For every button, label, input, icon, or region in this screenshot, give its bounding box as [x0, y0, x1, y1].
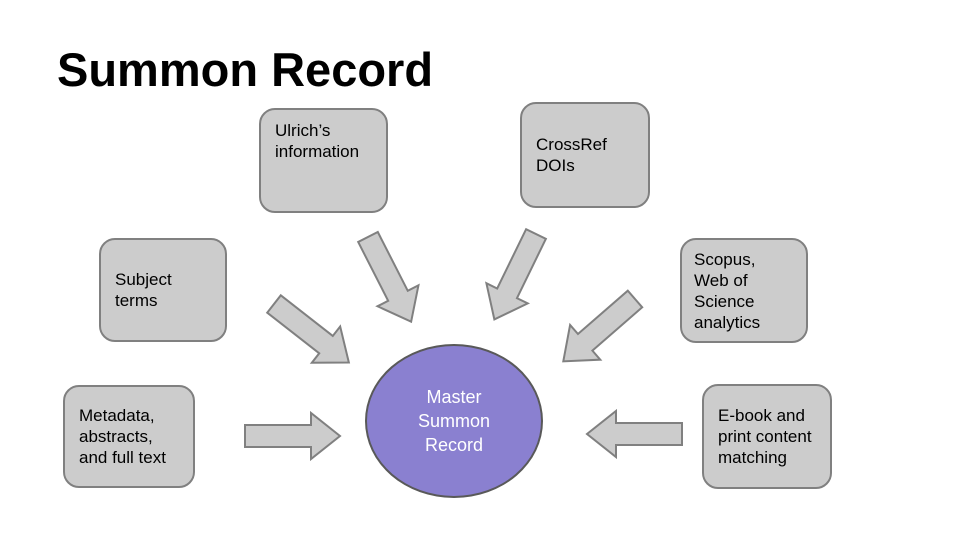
block-arrow-shape	[265, 293, 351, 364]
node-label: Scopus, Web of Science analytics	[694, 249, 761, 332]
block-arrow-ebook-to-center-icon	[585, 408, 683, 460]
node-label: Subject terms	[115, 270, 172, 310]
block-arrow-shape	[244, 410, 342, 462]
node-label: E-book and print content matching	[718, 406, 812, 467]
page-title: Summon Record	[57, 43, 434, 96]
node-ebook-print-content-matching: E-book and print content matching	[702, 384, 832, 489]
node-subject-terms: Subject terms	[99, 238, 227, 342]
node-label: Metadata, abstracts, and full text	[79, 406, 166, 467]
block-arrow-shape	[484, 227, 548, 321]
node-scopus-web-of-science-analytics: Scopus, Web of Science analytics	[680, 238, 808, 343]
block-arrow-subject-to-center-icon	[265, 293, 351, 364]
block-arrow-shape	[585, 408, 683, 460]
node-label: CrossRef DOIs	[536, 135, 607, 175]
center-node-master-summon-record: Master Summon Record	[365, 344, 543, 498]
block-arrow-scopus-to-center-icon	[562, 289, 644, 363]
block-arrow-metadata-to-center-icon	[244, 410, 342, 462]
block-arrow-ulrichs-to-center-icon	[356, 230, 420, 324]
node-label: Ulrich’s information	[275, 121, 360, 161]
node-metadata-abstracts-full-text: Metadata, abstracts, and full text	[63, 385, 195, 488]
block-arrow-shape	[562, 289, 644, 363]
block-arrow-crossref-to-center-icon	[484, 227, 548, 321]
block-arrow-shape	[356, 230, 420, 324]
center-node-label: Master Summon Record	[417, 387, 491, 455]
node-crossref-dois: CrossRef DOIs	[520, 102, 650, 208]
node-ulrichs-information: Ulrich’s information	[259, 108, 388, 213]
